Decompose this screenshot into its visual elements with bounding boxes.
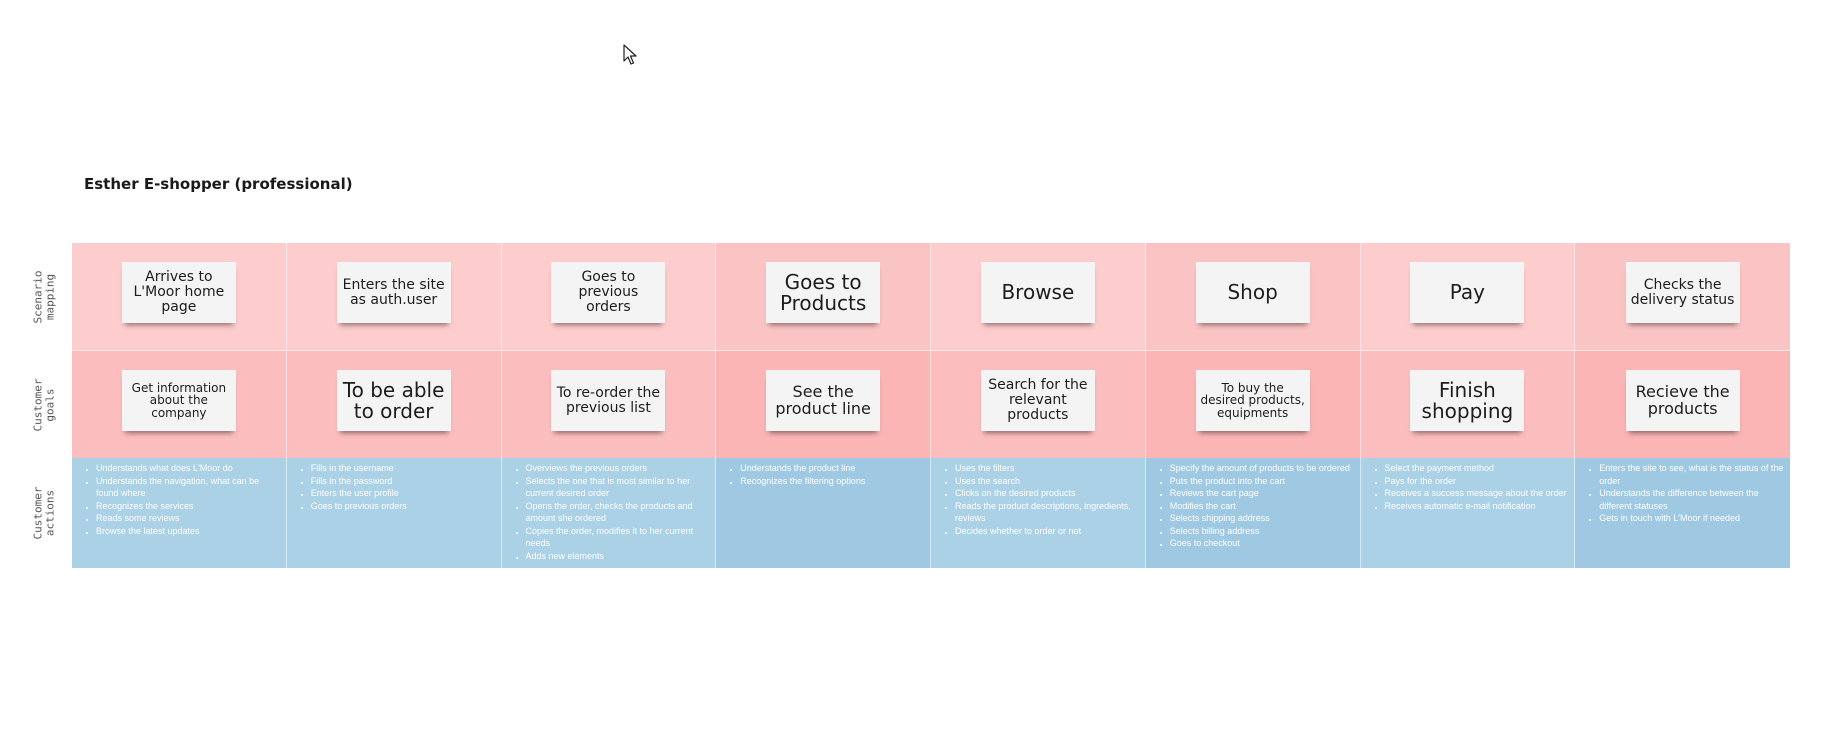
action-item: Puts the product into the cart <box>1170 475 1354 488</box>
action-item: Reads some reviews <box>96 512 280 525</box>
sticky-note[interactable]: Goes to Products <box>766 262 881 323</box>
action-item: Fills in the username <box>311 462 495 475</box>
sticky-note[interactable]: Browse <box>980 262 1095 323</box>
action-item: Recognizes the services <box>96 500 280 513</box>
goal-cell: To buy the desired products, equipments <box>1145 351 1361 458</box>
action-item: Understands the product line <box>740 462 924 475</box>
action-item: Recognizes the filtering options <box>740 475 924 488</box>
goal-cell: See the product line <box>716 351 931 458</box>
sticky-note[interactable]: Arrives to L'Moor home page <box>121 262 236 323</box>
customer-goals-row: Get information about the company To be … <box>72 351 1790 458</box>
scenario-cell: Browse <box>931 243 1146 351</box>
action-list: Overviews the previous ordersSelects the… <box>502 462 716 562</box>
action-item: Specify the amount of products to be ord… <box>1170 462 1354 475</box>
action-item: Reads the product descriptions, ingredie… <box>955 500 1139 525</box>
action-item: Uses the filters <box>955 462 1139 475</box>
action-item: Uses the search <box>955 475 1139 488</box>
sticky-note[interactable]: Pay <box>1410 262 1525 323</box>
action-item: Browse the latest updates <box>96 525 280 538</box>
sticky-note[interactable]: Search for the relevant products <box>980 370 1095 431</box>
action-item: Goes to checkout <box>1170 537 1354 550</box>
action-item: Reviews the cart page <box>1170 487 1354 500</box>
sticky-note[interactable]: Enters the site as auth.user <box>336 262 451 323</box>
row-label-customer-goals: Customer goals <box>31 378 57 431</box>
actions-cell: Understands what does L'Moor doUnderstan… <box>72 458 287 568</box>
actions-cell: Specify the amount of products to be ord… <box>1145 458 1361 568</box>
action-item: Enters the user profile <box>311 487 495 500</box>
action-item: Understands the difference between the d… <box>1599 487 1784 512</box>
actions-cell: Uses the filtersUses the searchClicks on… <box>931 458 1146 568</box>
action-item: Copies the order, modifies it to her cur… <box>526 525 710 550</box>
scenario-cell: Shop <box>1145 243 1361 351</box>
action-item: Modifies the cart <box>1170 500 1354 513</box>
scenario-cell: Enters the site as auth.user <box>286 243 502 351</box>
actions-cell: Select the payment methodPays for the or… <box>1360 458 1576 568</box>
sticky-note[interactable]: Finish shopping <box>1410 370 1525 431</box>
action-item: Overviews the previous orders <box>526 462 710 475</box>
sticky-note[interactable]: To buy the desired products, equipments <box>1195 370 1310 431</box>
row-label-scenario-mapping: Scenario mapping <box>31 270 57 324</box>
action-list: Understands what does L'Moor doUnderstan… <box>72 462 286 537</box>
sticky-note[interactable]: To re-order the previous list <box>551 370 666 431</box>
actions-cell: Overviews the previous ordersSelects the… <box>501 458 717 568</box>
actions-cell: Fills in the usernameFills in the passwo… <box>286 458 502 568</box>
scenario-cell: Pay <box>1360 243 1576 351</box>
action-item: Enters the site to see, what is the stat… <box>1599 462 1784 487</box>
action-list: Select the payment methodPays for the or… <box>1361 462 1575 512</box>
action-item: Opens the order, checks the products and… <box>526 500 710 525</box>
goal-cell: To be able to order <box>286 351 502 458</box>
action-item: Fills in the password <box>311 475 495 488</box>
goal-cell: Search for the relevant products <box>931 351 1146 458</box>
goal-cell: To re-order the previous list <box>501 351 717 458</box>
action-list: Understands the product lineRecognizes t… <box>716 462 930 487</box>
action-item: Selects billing address <box>1170 525 1354 538</box>
action-item: Decides whether to order or not <box>955 525 1139 538</box>
action-item: Gets in touch with L'Moor if needed <box>1599 512 1784 525</box>
action-item: Clicks on the desired products <box>955 487 1139 500</box>
action-item: Selects shipping address <box>1170 512 1354 525</box>
mouse-pointer-icon <box>623 44 637 65</box>
sticky-note[interactable]: To be able to order <box>336 370 451 431</box>
action-item: Adds new elements <box>526 550 710 563</box>
goal-cell: Finish shopping <box>1360 351 1576 458</box>
sticky-note[interactable]: See the product line <box>766 370 881 431</box>
action-list: Enters the site to see, what is the stat… <box>1575 462 1790 525</box>
customer-actions-row: Understands what does L'Moor doUnderstan… <box>72 458 1790 568</box>
action-item: Receives automatic e-mail notification <box>1385 500 1569 513</box>
sticky-note[interactable]: Checks the delivery status <box>1625 262 1740 323</box>
actions-cell: Enters the site to see, what is the stat… <box>1575 458 1790 568</box>
action-item: Understands what does L'Moor do <box>96 462 280 475</box>
action-item: Selects the one that is most similar to … <box>526 475 710 500</box>
scenario-cell: Goes to Products <box>716 243 931 351</box>
action-item: Understands the navigation, what can be … <box>96 475 280 500</box>
sticky-note[interactable]: Get information about the company <box>121 370 236 431</box>
scenario-cell: Checks the delivery status <box>1575 243 1790 351</box>
scenario-mapping-row: Arrives to L'Moor home page Enters the s… <box>72 243 1790 351</box>
sticky-note[interactable]: Goes to previous orders <box>551 262 666 323</box>
goal-cell: Recieve the products <box>1575 351 1790 458</box>
action-list: Fills in the usernameFills in the passwo… <box>287 462 501 512</box>
scenario-cell: Arrives to L'Moor home page <box>72 243 287 351</box>
goal-cell: Get information about the company <box>72 351 287 458</box>
action-list: Uses the filtersUses the searchClicks on… <box>931 462 1145 537</box>
sticky-note[interactable]: Recieve the products <box>1625 370 1740 431</box>
action-item: Select the payment method <box>1385 462 1569 475</box>
actions-cell: Understands the product lineRecognizes t… <box>716 458 931 568</box>
scenario-cell: Goes to previous orders <box>501 243 717 351</box>
action-item: Receives a success message about the ord… <box>1385 487 1569 500</box>
action-item: Pays for the order <box>1385 475 1569 488</box>
action-list: Specify the amount of products to be ord… <box>1146 462 1360 550</box>
sticky-note[interactable]: Shop <box>1195 262 1310 323</box>
row-label-customer-actions: Customer actions <box>31 486 57 540</box>
action-item: Goes to previous orders <box>311 500 495 513</box>
journey-grid: Arrives to L'Moor home page Enters the s… <box>72 243 1790 568</box>
board-title: Esther E-shopper (professional) <box>84 175 353 193</box>
